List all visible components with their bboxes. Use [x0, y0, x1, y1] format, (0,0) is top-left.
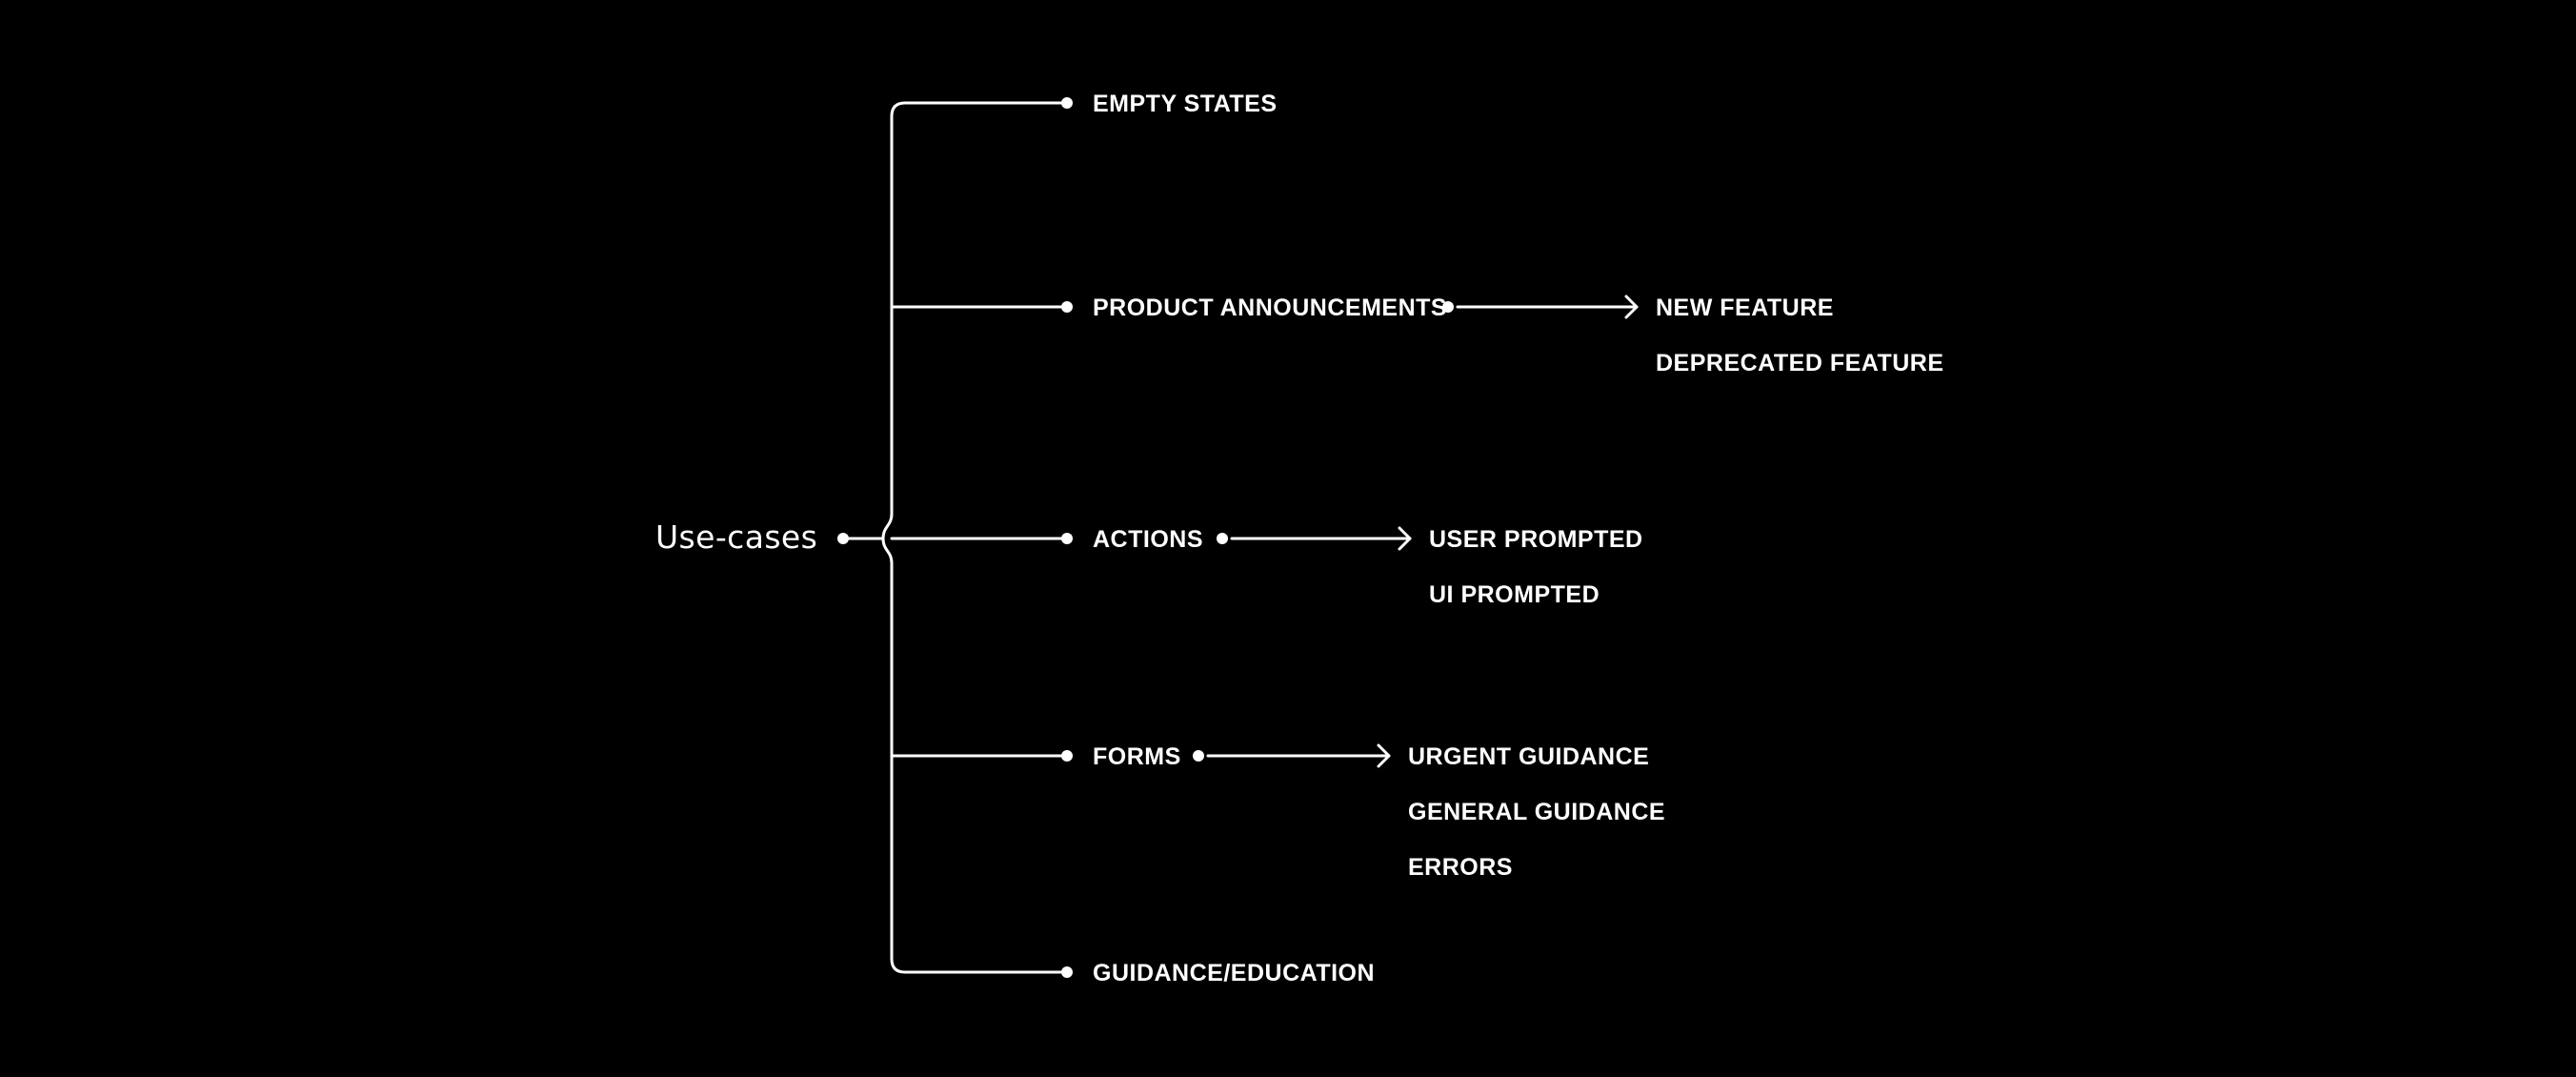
arrow-head-product-announcements: [1624, 295, 1639, 319]
arrow-head-actions: [1398, 526, 1412, 551]
branch-out-dot-product-announcements: [1442, 301, 1454, 313]
branch-label-product-announcements: PRODUCT ANNOUNCEMENTS: [1093, 295, 1447, 321]
leaf-label-product-announcements-0: NEW FEATURE: [1656, 295, 1834, 321]
leaf-label-forms-0: URGENT GUIDANCE: [1408, 743, 1649, 770]
root-node-dot: [837, 533, 849, 544]
branch-label-empty-states: EMPTY STATES: [1093, 91, 1278, 117]
branch-label-actions: ACTIONS: [1093, 526, 1203, 553]
labels-group: Use-cases EMPTY STATES PRODUCT ANNOUNCEMEN…: [655, 91, 1944, 986]
branch-out-dot-actions: [1217, 533, 1228, 544]
leaf-label-forms-1: GENERAL GUIDANCE: [1408, 799, 1665, 825]
branch-dot-empty-states: [1061, 97, 1073, 109]
branch-label-forms: FORMS: [1093, 743, 1181, 770]
branch-dot-product-announcements: [1061, 301, 1073, 313]
arrow-head-forms: [1377, 743, 1391, 768]
dots-group: [837, 97, 1454, 978]
branch-out-dot-forms: [1193, 750, 1204, 762]
leaf-label-actions-1: UI PROMPTED: [1429, 581, 1600, 608]
branch-dot-forms: [1061, 750, 1073, 762]
root-label: Use-cases: [655, 518, 817, 556]
leaf-label-product-announcements-1: DEPRECATED FEATURE: [1656, 350, 1944, 376]
leaf-label-forms-2: ERRORS: [1408, 854, 1513, 881]
edges-group: [841, 101, 1639, 974]
branch-dot-actions: [1061, 533, 1073, 544]
branch-label-guidance-education: GUIDANCE/EDUCATION: [1093, 960, 1375, 986]
branch-dot-guidance-education: [1061, 966, 1073, 978]
leaf-label-actions-0: USER PROMPTED: [1429, 526, 1643, 553]
